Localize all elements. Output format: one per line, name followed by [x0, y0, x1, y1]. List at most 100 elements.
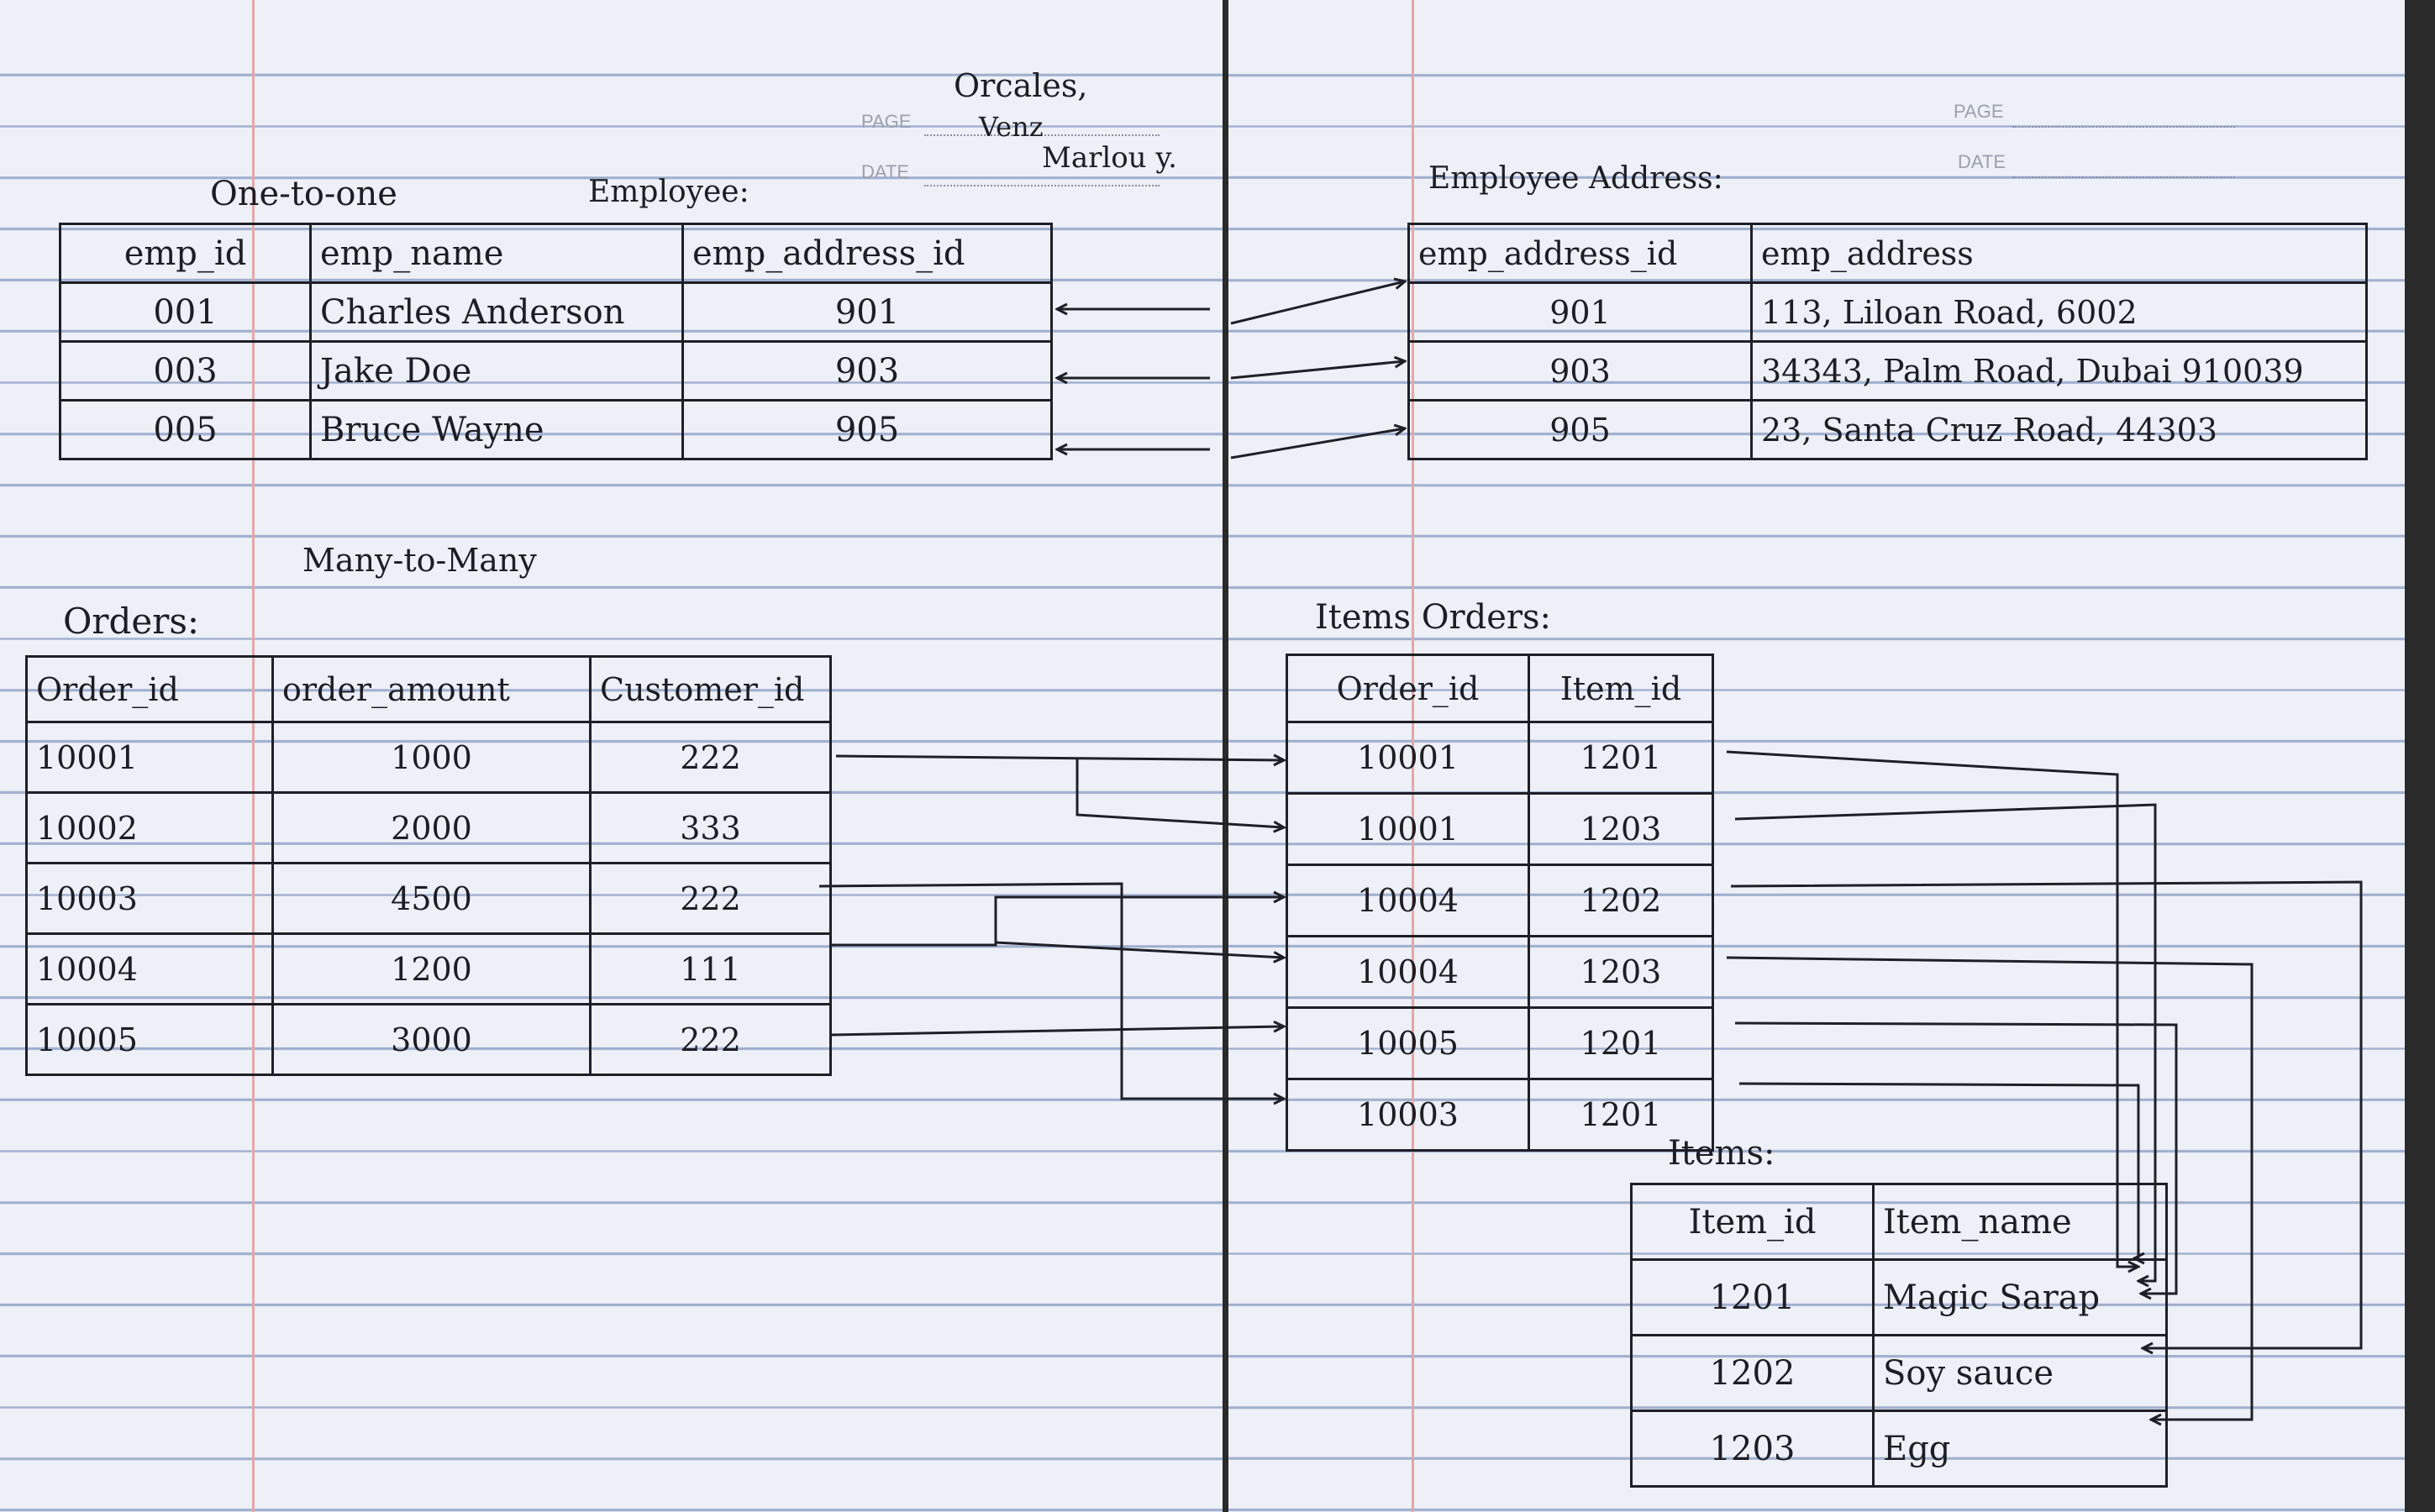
table-cell: 903	[1407, 340, 1753, 402]
table-cell: 10002	[25, 791, 274, 864]
table-cell: 222	[589, 1003, 832, 1076]
page-label-right: PAGE	[1954, 101, 2004, 122]
author-line-2: Venz	[979, 111, 1044, 143]
table-cell: 222	[589, 862, 832, 935]
table-row: 10001 1201	[1286, 721, 1714, 795]
connector-arrow	[1734, 1021, 2178, 1294]
table-cell: 1202	[1528, 864, 1714, 937]
table-cell: 10003	[1286, 1078, 1530, 1152]
connector-arrow	[995, 941, 1284, 958]
table-cell: 001	[59, 281, 312, 343]
table-cell: 1203	[1528, 792, 1714, 866]
table-cell: 901	[681, 281, 1053, 343]
table-row: 10002 2000 333	[25, 791, 832, 864]
table-cell: 2000	[271, 791, 592, 864]
employee-title: Employee:	[588, 175, 749, 209]
table-cell: 903	[681, 340, 1053, 402]
table-row: 10001 1000 222	[25, 721, 832, 794]
table-row: 1202 Soy sauce	[1630, 1334, 2168, 1412]
table-cell: Charles Anderson	[309, 281, 684, 343]
table-cell: 10005	[1286, 1006, 1530, 1080]
column-header: emp_address_id	[1407, 223, 1753, 284]
connector-arrow	[831, 1026, 1284, 1037]
table-cell: 34343, Palm Road, Dubai 910039	[1750, 340, 2368, 402]
connector-arrow	[818, 882, 1284, 1099]
table-row: 10001 1203	[1286, 792, 1714, 866]
table-cell: 113, Liloan Road, 6002	[1750, 281, 2368, 343]
page-dotted-line	[924, 134, 1160, 136]
employee-address-table: emp_address_id emp_address 901 113, Lilo…	[1407, 223, 2368, 460]
table-header-row: emp_address_id emp_address	[1407, 223, 2368, 284]
table-cell: 1201	[1630, 1258, 1875, 1336]
column-header: emp_name	[309, 223, 684, 284]
orders-table: Order_id order_amount Customer_id 10001 …	[25, 655, 832, 1076]
table-cell: 1200	[271, 932, 592, 1005]
table-cell: 1203	[1528, 935, 1714, 1009]
connector-arrow	[1734, 803, 2157, 1281]
items-orders-title: Items Orders:	[1315, 598, 1552, 637]
table-cell: 10001	[1286, 792, 1530, 866]
table-row: 10004 1203	[1286, 935, 1714, 1009]
table-cell: 003	[59, 340, 312, 402]
table-cell: 1201	[1528, 1078, 1714, 1152]
table-row: 003 Jake Doe 903	[59, 340, 1053, 402]
column-header: Item_id	[1528, 654, 1714, 723]
table-cell: 10004	[1286, 935, 1530, 1009]
page-label: PAGE	[861, 111, 912, 132]
author-line-1: Orcales,	[954, 67, 1088, 104]
table-cell: 1202	[1630, 1334, 1875, 1412]
column-header: Order_id	[25, 655, 274, 723]
table-cell: Magic Sarap	[1872, 1258, 2168, 1336]
connector-arrow	[1230, 361, 1405, 380]
date-dotted-line	[924, 185, 1160, 186]
table-row: 10005 3000 222	[25, 1003, 832, 1076]
table-row: 005 Bruce Wayne 905	[59, 399, 1053, 460]
table-cell: 905	[681, 399, 1053, 460]
table-cell: 901	[1407, 281, 1753, 343]
table-row: 10005 1201	[1286, 1006, 1714, 1080]
many-to-many-title: Many-to-Many	[302, 542, 537, 579]
table-cell: 1203	[1630, 1410, 1875, 1488]
column-header: emp_address_id	[681, 223, 1053, 284]
connector-arrow	[1230, 428, 1405, 459]
table-row: 903 34343, Palm Road, Dubai 910039	[1407, 340, 2368, 402]
table-header-row: Order_id order_amount Customer_id	[25, 655, 832, 723]
date-label: DATE	[861, 161, 910, 182]
connector-arrow	[1726, 956, 2254, 1420]
items-orders-table: Order_id Item_id 10001 1201 10001 1203 1…	[1286, 654, 1714, 1152]
column-header: emp_id	[59, 223, 312, 284]
table-row: 905 23, Santa Cruz Road, 44303	[1407, 399, 2368, 460]
column-header: Order_id	[1286, 654, 1530, 723]
connector-arrow	[1076, 759, 1284, 827]
table-cell: 23, Santa Cruz Road, 44303	[1750, 399, 2368, 460]
table-cell: Jake Doe	[309, 340, 684, 402]
table-cell: 10001	[1286, 721, 1530, 795]
table-cell: 10001	[25, 721, 274, 794]
table-row: 1201 Magic Sarap	[1630, 1258, 2168, 1336]
connector-arrow	[1726, 750, 2138, 1267]
table-cell: 1201	[1528, 1006, 1714, 1080]
items-title: Items:	[1668, 1134, 1775, 1173]
table-row: 901 113, Liloan Road, 6002	[1407, 281, 2368, 343]
table-cell: 222	[589, 721, 832, 794]
connector-arrow	[1730, 880, 2363, 1348]
column-header: order_amount	[271, 655, 592, 723]
items-table: Item_id Item_name 1201 Magic Sarap 1202 …	[1630, 1183, 2168, 1488]
table-cell: 111	[589, 932, 832, 1005]
table-cell: 10004	[1286, 864, 1530, 937]
table-cell: 3000	[271, 1003, 592, 1076]
column-header: Customer_id	[589, 655, 832, 723]
connector-arrow	[1738, 1082, 2138, 1258]
table-row: 001 Charles Anderson 901	[59, 281, 1053, 343]
table-cell: 333	[589, 791, 832, 864]
date-dotted-line-right	[2012, 176, 2235, 178]
table-cell: 4500	[271, 862, 592, 935]
page-dotted-line-right	[2012, 126, 2235, 128]
author-line-3: Marlou y.	[1042, 141, 1177, 175]
column-header: Item_id	[1630, 1183, 1875, 1261]
connector-arrow	[832, 897, 1284, 947]
connector-arrow	[1230, 281, 1405, 325]
column-header: emp_address	[1750, 223, 2368, 284]
table-cell: 10003	[25, 862, 274, 935]
table-cell: 1000	[271, 721, 592, 794]
